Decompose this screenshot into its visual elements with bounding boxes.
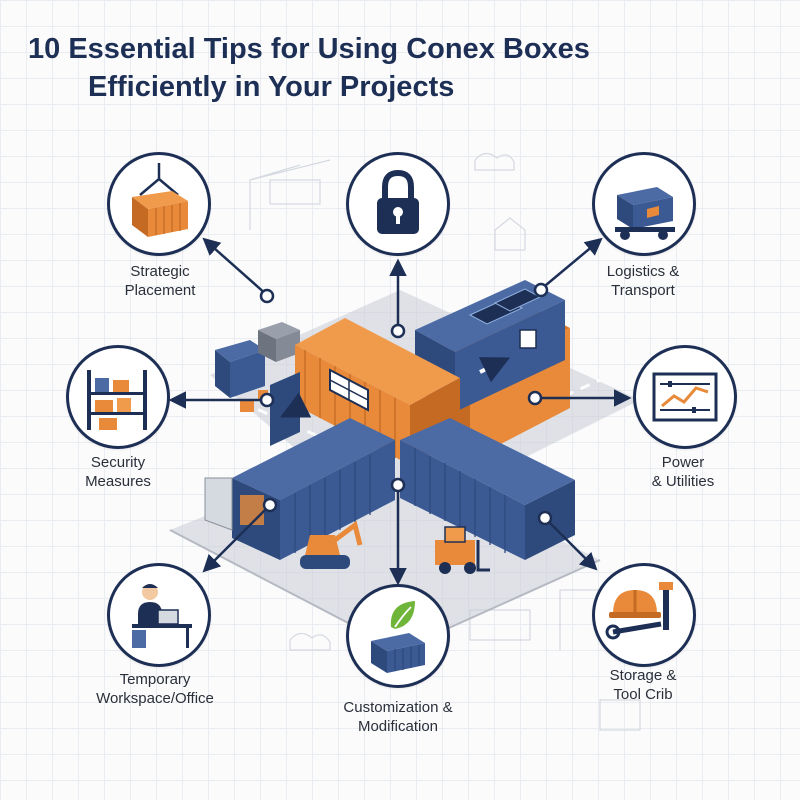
tip-label-security-measures: Security Measures — [85, 454, 151, 490]
padlock-icon — [377, 169, 419, 234]
tip-label-strategic-placement: Strategic Placement — [124, 263, 196, 299]
forklift-icon — [435, 526, 490, 574]
tip-logistics-transport — [592, 152, 696, 256]
control-panel-chart-icon — [652, 372, 718, 422]
shelving-boxes-icon — [87, 370, 147, 430]
container-leaf-icon — [371, 601, 425, 673]
tip-security-measures — [66, 345, 170, 449]
tip-label-customization-modification: Customization & Modification — [343, 699, 453, 735]
generator-unit — [258, 322, 300, 362]
tip-label-power-utilities: Power & Utilities — [651, 454, 715, 490]
connector-lines — [168, 237, 632, 586]
small-container-left — [215, 340, 265, 398]
excavator-icon — [300, 520, 363, 569]
tip-customization-modification — [346, 584, 450, 688]
background-sketches — [249, 152, 641, 731]
tip-label-storage-tool-crib: Storage & Tool Crib — [609, 667, 677, 703]
container-stack-right — [415, 280, 570, 460]
connector-nodes — [259, 282, 553, 526]
blue-container-left-back — [270, 372, 312, 446]
tip-security-lock — [346, 152, 450, 256]
tip-label-temporary-workspace: Temporary Workspace/Office — [96, 671, 214, 707]
office-worker-icon — [132, 584, 192, 648]
tip-storage-tool-crib — [592, 563, 696, 667]
tip-power-utilities — [633, 345, 737, 449]
title-line-1: 10 Essential Tips for Using Conex Boxes — [28, 33, 590, 65]
crate — [240, 400, 254, 412]
container-trailer-icon — [615, 187, 675, 240]
title-line-2: Efficiently in Your Projects — [88, 71, 455, 103]
tip-strategic-placement — [107, 152, 211, 256]
crane-lift-container-icon — [132, 163, 188, 237]
hardhat-tools-icon — [605, 582, 673, 640]
tip-label-logistics-transport: Logistics & Transport — [606, 263, 680, 299]
tip-temporary-workspace — [107, 563, 211, 667]
page-title: 10 Essential Tips for Using Conex Boxes … — [0, 30, 800, 106]
blue-container-front-right — [400, 418, 575, 560]
